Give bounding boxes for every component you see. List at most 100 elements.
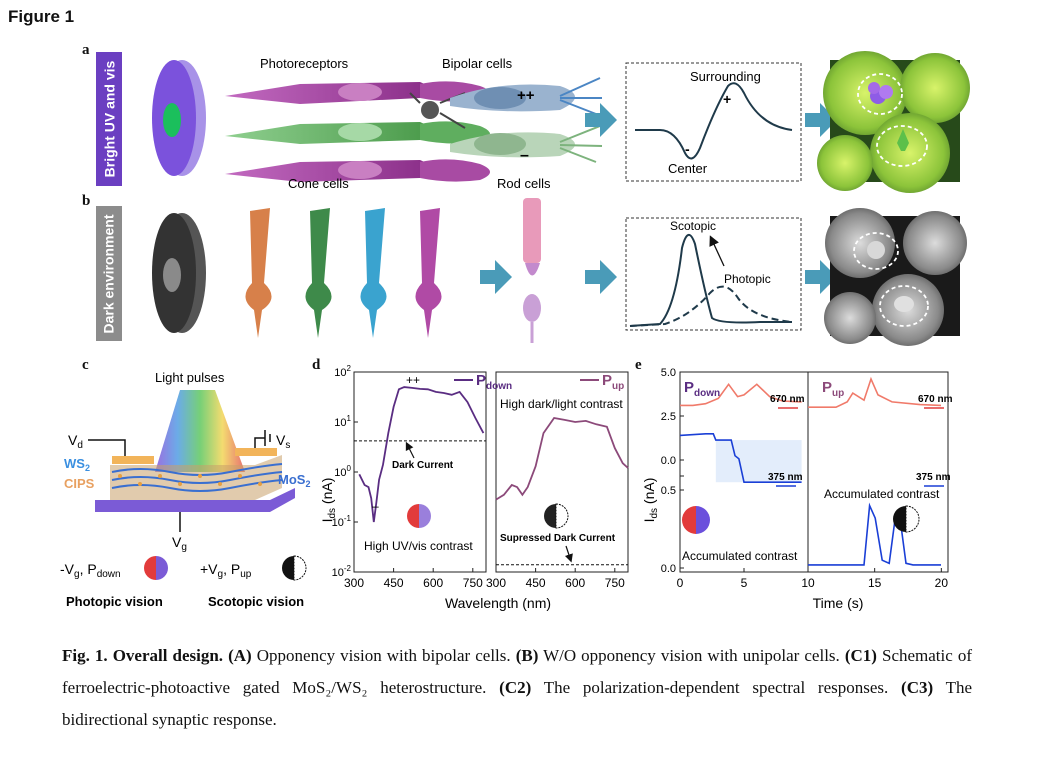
bright-disc — [152, 60, 206, 176]
d-ytick-label: 10-1 — [332, 514, 352, 529]
arrow-b1 — [480, 260, 512, 294]
scotopic-vision-label: Scotopic vision — [208, 594, 304, 609]
e-ytick-top-label: 5.0 — [661, 367, 676, 379]
d-xtick-label: 600 — [565, 576, 585, 590]
e-375-left: 375 nm — [768, 472, 803, 483]
e-accum-right: Accumulated contrast — [824, 487, 940, 501]
vs-label: Vs — [276, 432, 290, 451]
e-xtick-label: 20 — [935, 576, 949, 590]
flower-image-gray — [824, 208, 967, 346]
e-670-left: 670 nm — [770, 394, 805, 405]
panel-d-label: d — [312, 357, 321, 373]
e-series-Pup-375-nm — [808, 502, 941, 566]
e-ylabel: Ids (nA) — [641, 478, 660, 523]
d-ylabel: Ids (nA) — [319, 478, 338, 523]
neg-state-label: -Vg, Pdown — [60, 561, 121, 580]
response-box-a — [625, 62, 802, 182]
e-375-right: 375 nm — [916, 472, 951, 483]
plus-plus-label: ++ — [517, 87, 535, 104]
d-series-Pdown — [358, 386, 485, 523]
plus-label: + — [723, 91, 731, 107]
e-accum-left: Accumulated contrast — [682, 549, 798, 563]
d-legend-down: Pdown — [454, 372, 512, 392]
panel-a-label: a — [82, 42, 90, 58]
atoms — [118, 474, 262, 486]
arrow-a1 — [585, 103, 617, 137]
sidebar-dark: Dark environment — [96, 206, 122, 341]
d-xtick-label: 300 — [344, 576, 364, 590]
photopic-vision-label: Photopic vision — [66, 594, 163, 609]
scotopic-curve — [629, 234, 792, 327]
photopic-label: Photopic — [724, 272, 771, 286]
high-uv-vis-label: High UV/vis contrast — [364, 539, 473, 553]
photoreceptor-cells — [225, 81, 490, 182]
e-ytick-bottom-label: 0.5 — [661, 485, 676, 497]
center-minus-label: - — [685, 141, 690, 157]
arrow-a2 — [805, 103, 837, 137]
photopic-curve — [629, 285, 793, 327]
response-box-b — [625, 217, 802, 331]
d-red-blue-indicator — [407, 504, 431, 528]
e-ytick-top-label: 0.0 — [661, 455, 676, 467]
d-xtick-label: 600 — [423, 576, 443, 590]
d-black-white-indicator — [544, 503, 569, 529]
panel-c-label: c — [82, 357, 89, 373]
e-title-right: Pup — [822, 379, 844, 399]
red-blue-indicator — [144, 556, 168, 580]
opponency-curve — [635, 82, 793, 160]
dark-current-label: Dark Current — [392, 460, 454, 471]
e-contrast-shade — [715, 440, 802, 483]
d-ytick-label: 102 — [334, 364, 351, 379]
d-xtick-label: 750 — [605, 576, 625, 590]
e-black-white-indicator — [893, 505, 920, 533]
rod-cells-label: Rod cells — [497, 176, 551, 191]
svg-text:Pup: Pup — [602, 372, 624, 392]
e-series-Pdown-375-nm — [679, 433, 802, 483]
photoreceptors-label: Photoreceptors — [260, 56, 349, 71]
d-axes-frame-1 — [495, 371, 629, 573]
e-series-Pup-670-nm — [808, 376, 942, 409]
bipolar-cells-label: Bipolar cells — [442, 56, 513, 71]
d-legend-up: Pup — [580, 372, 624, 392]
e-xtick-label: 15 — [868, 576, 882, 590]
source-electrode — [235, 448, 277, 456]
d-annot-minus: – — [372, 499, 379, 513]
vd-label: Vd — [68, 432, 83, 451]
mos2-label: MoS2 — [278, 472, 310, 489]
panel-c-svg: Light pulses Vd Vs Vg WS2 CIPS MoS2 -Vg,… — [60, 370, 310, 609]
surrounding-label: Surrounding — [690, 69, 761, 84]
figure-title: Figure 1 — [8, 7, 75, 26]
d-xtick-label: 750 — [463, 576, 483, 590]
cone-cells — [245, 208, 442, 338]
ws2-label: WS2 — [64, 456, 90, 473]
bipolar-cells — [409, 77, 603, 163]
d-xtick-label: 300 — [486, 576, 506, 590]
svg-text:Pdown: Pdown — [476, 372, 512, 392]
center-label: Center — [668, 161, 708, 176]
flower-image-color — [817, 51, 970, 193]
rod-cell — [523, 198, 541, 343]
e-pane-frame-1 — [807, 371, 949, 573]
panel-e-label: e — [635, 357, 642, 373]
dark-disc — [152, 213, 206, 333]
drain-electrode — [112, 456, 154, 464]
sidebar-bright: Bright UV and vis — [96, 52, 122, 186]
arrow-b2 — [585, 260, 617, 294]
e-ytick-bottom-label: 0.0 — [661, 563, 676, 575]
d-annot-pp: ++ — [406, 373, 420, 387]
supressed-dark-label: Supressed Dark Current — [500, 533, 616, 544]
e-670-right: 670 nm — [918, 394, 953, 405]
d-ytick-label: 10-2 — [332, 564, 352, 579]
scotopic-label: Scotopic — [670, 219, 716, 233]
panel-b-label: b — [82, 193, 91, 209]
e-xtick-label: 10 — [801, 576, 815, 590]
d-xtick-label: 450 — [384, 576, 404, 590]
d-ytick-label: 101 — [334, 414, 351, 429]
light-beam — [155, 390, 245, 472]
e-title-left: Pdown — [684, 379, 720, 399]
black-white-indicator — [282, 555, 307, 581]
e-series-Pdown-670-nm — [680, 382, 802, 407]
e-red-blue-indicator — [682, 506, 710, 534]
